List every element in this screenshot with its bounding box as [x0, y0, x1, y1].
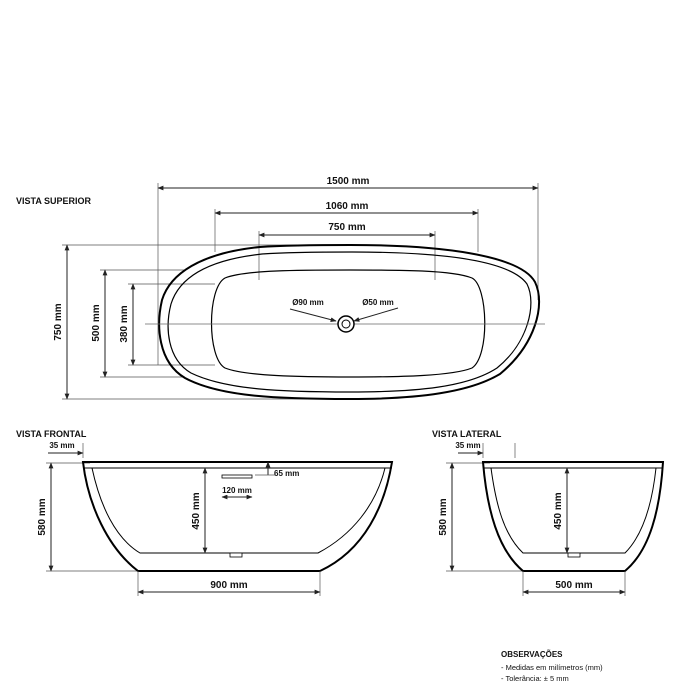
dim-line-drain-left	[289, 308, 337, 322]
side-height-label: 580 mm	[438, 498, 449, 535]
dim-drain-right-label: Ø50 mm	[362, 298, 394, 307]
tub-basin	[211, 269, 486, 378]
dim-basin-width-label: 380 mm	[119, 305, 130, 342]
side-drain-icon	[567, 552, 581, 558]
front-height-label: 580 mm	[37, 498, 48, 535]
front-depth-label: 450 mm	[191, 492, 202, 529]
notes-item: - Tolerância: ± 5 mm	[501, 674, 569, 683]
front-rim-label: 35 mm	[49, 441, 74, 450]
front-view: VISTA FRONTAL 35 mm 580 mm 120 mm 65 mm …	[16, 429, 394, 596]
overflow-slot-icon	[221, 474, 253, 479]
side-base-label: 500 mm	[555, 580, 592, 591]
side-tub-inner	[490, 467, 657, 554]
dim-line-drain-right	[353, 307, 399, 322]
front-drain-icon	[229, 552, 243, 558]
drain-inner-icon	[341, 319, 351, 329]
overflow-width-label: 120 mm	[222, 486, 252, 495]
dim-basin-length-label: 750 mm	[328, 222, 365, 233]
dim-inner-width-label: 500 mm	[91, 304, 102, 341]
dim-inner-length-label: 1060 mm	[326, 201, 369, 212]
side-view-title: VISTA LATERAL	[432, 429, 502, 439]
side-depth-label: 450 mm	[553, 492, 564, 529]
tub-inner-rim	[167, 251, 532, 393]
dim-length-label: 1500 mm	[327, 176, 370, 187]
dim-width-label: 750 mm	[53, 303, 64, 340]
tub-outer-rim	[158, 243, 541, 401]
side-view: VISTA LATERAL 35 mm 580 mm 450 mm 500 mm	[432, 429, 665, 596]
dim-drain-left-label: Ø90 mm	[292, 298, 324, 307]
front-view-title: VISTA FRONTAL	[16, 429, 87, 439]
notes-title: OBSERVAÇÕES	[501, 650, 563, 659]
notes-block: OBSERVAÇÕES - Medidas em milímetros (mm)…	[501, 650, 603, 683]
front-tub-inner	[91, 467, 386, 554]
overflow-height-label: 65 mm	[274, 469, 299, 478]
front-base-label: 900 mm	[210, 580, 247, 591]
side-rim-label: 35 mm	[455, 441, 480, 450]
top-view: VISTA SUPERIOR 1500 mm 1060 mm 750 mm 75…	[16, 176, 545, 401]
notes-item: - Medidas em milímetros (mm)	[501, 663, 603, 672]
top-view-title: VISTA SUPERIOR	[16, 196, 92, 206]
